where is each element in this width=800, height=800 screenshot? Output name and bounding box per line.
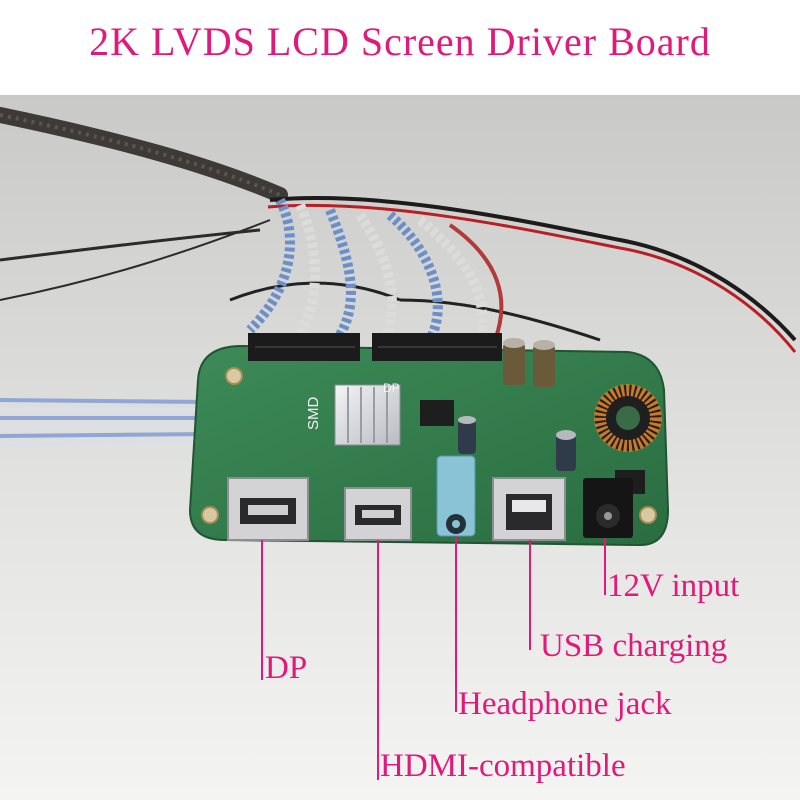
lvds-cable-bundle	[246, 197, 504, 343]
chip	[420, 400, 454, 426]
dc-power-jack	[583, 478, 633, 538]
label-power: 12V input	[607, 568, 740, 604]
cable-sleeve	[0, 107, 288, 203]
product-title: 2K LVDS LCD Screen Driver Board	[89, 19, 711, 64]
label-hdmi: HDMI-compatible	[380, 748, 626, 784]
label-usb: USB charging	[540, 628, 728, 664]
usb-port	[492, 477, 566, 541]
hdmi-port	[344, 487, 412, 541]
toroid-inductor	[594, 384, 662, 452]
dp-port	[227, 477, 309, 541]
power-wire	[269, 196, 797, 342]
capacitors	[458, 338, 576, 471]
headphone-jack	[436, 455, 476, 537]
pcb-dp-label: DP	[383, 381, 400, 395]
heatsink	[334, 384, 401, 446]
pcb-smd-label: SMD	[305, 397, 322, 431]
product-photo: SMD DP	[0, 95, 800, 800]
label-headphone: Headphone jack	[458, 686, 672, 722]
callout-lines	[261, 536, 606, 780]
label-dp: DP	[265, 650, 308, 686]
